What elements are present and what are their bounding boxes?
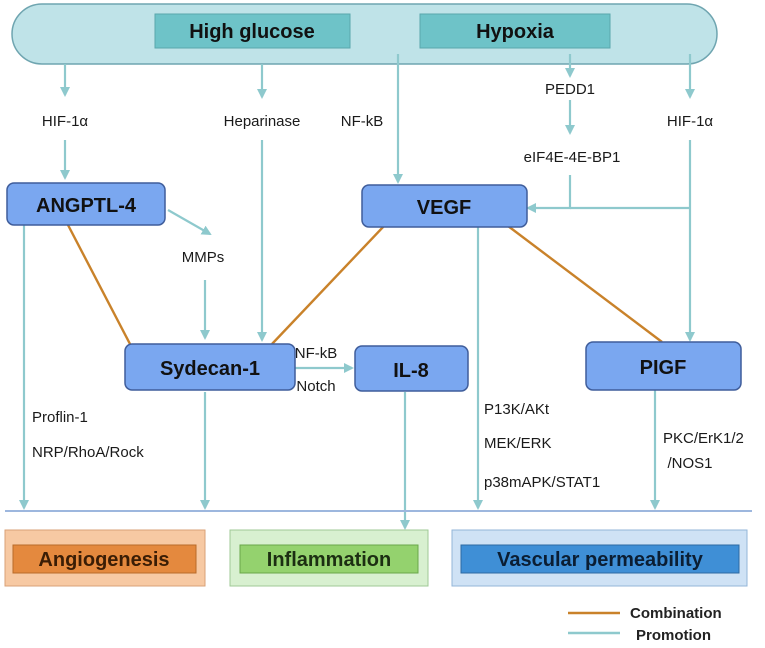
legend: Combination Promotion <box>568 605 722 644</box>
stimuli-ellipse <box>11 3 718 65</box>
hif-left-label: HIF-1α <box>42 113 89 130</box>
il8-label: IL-8 <box>393 360 429 382</box>
outcome-angiogenesis: Angiogenesis <box>4 529 206 587</box>
notch-label: Notch <box>296 378 335 395</box>
pedd1-label: PEDD1 <box>545 81 595 98</box>
mek-label: MEK/ERK <box>484 435 552 452</box>
mmps-label: MMPs <box>182 249 225 266</box>
p13k-label: P13K/AKt <box>484 401 550 418</box>
combination-lines <box>66 224 663 345</box>
combo-vegf-pigf <box>507 225 663 343</box>
node-il8: IL-8 <box>354 345 469 392</box>
p38-label: p38mAPK/STAT1 <box>484 474 600 491</box>
pkc-label: PKC/ErK1/2 <box>663 430 744 447</box>
high-glucose-label: High glucose <box>189 21 315 43</box>
nfkb-mid-label: NF-kB <box>295 345 338 362</box>
vascular-permeability-label: Vascular permeability <box>497 549 704 571</box>
hypoxia-label: Hypoxia <box>476 21 555 43</box>
arrow-eif4e-to-vegf <box>526 175 572 213</box>
angptl4-label: ANGPTL-4 <box>36 195 137 217</box>
arrow-angptl-to-mmps <box>167 209 212 235</box>
proflin-label: Proflin-1 <box>32 409 88 426</box>
outcome-inflammation: Inflammation <box>229 529 429 587</box>
legend-combination-label: Combination <box>630 605 722 622</box>
high-glucose-box <box>154 13 351 49</box>
nfkb-top-label: NF-kB <box>341 113 384 130</box>
inflammation-label: Inflammation <box>267 549 391 571</box>
hif-right-label: HIF-1α <box>667 113 714 130</box>
outcome-vascular-permeability: Vascular permeability <box>451 529 748 587</box>
node-angptl4: ANGPTL-4 <box>6 182 166 226</box>
combo-vegf-sydecan <box>271 225 385 345</box>
node-vegf: VEGF <box>361 184 528 228</box>
node-pigf: PIGF <box>585 341 742 391</box>
angiogenesis-label: Angiogenesis <box>38 549 169 571</box>
nrp-label: NRP/RhoA/Rock <box>32 444 144 461</box>
combo-angptl-sydecan <box>66 224 132 345</box>
promotion-arrows <box>19 54 695 530</box>
hypoxia-box <box>419 13 611 49</box>
sydecan-label: Sydecan-1 <box>160 358 260 380</box>
legend-promotion-label: Promotion <box>636 627 711 644</box>
vegf-label: VEGF <box>417 197 471 219</box>
heparinase-label: Heparinase <box>224 113 301 130</box>
eif4e-label: eIF4E-4E-BP1 <box>524 149 621 166</box>
pigf-label: PIGF <box>640 357 687 379</box>
nos1-label: /NOS1 <box>667 455 712 472</box>
node-sydecan: Sydecan-1 <box>124 343 296 391</box>
